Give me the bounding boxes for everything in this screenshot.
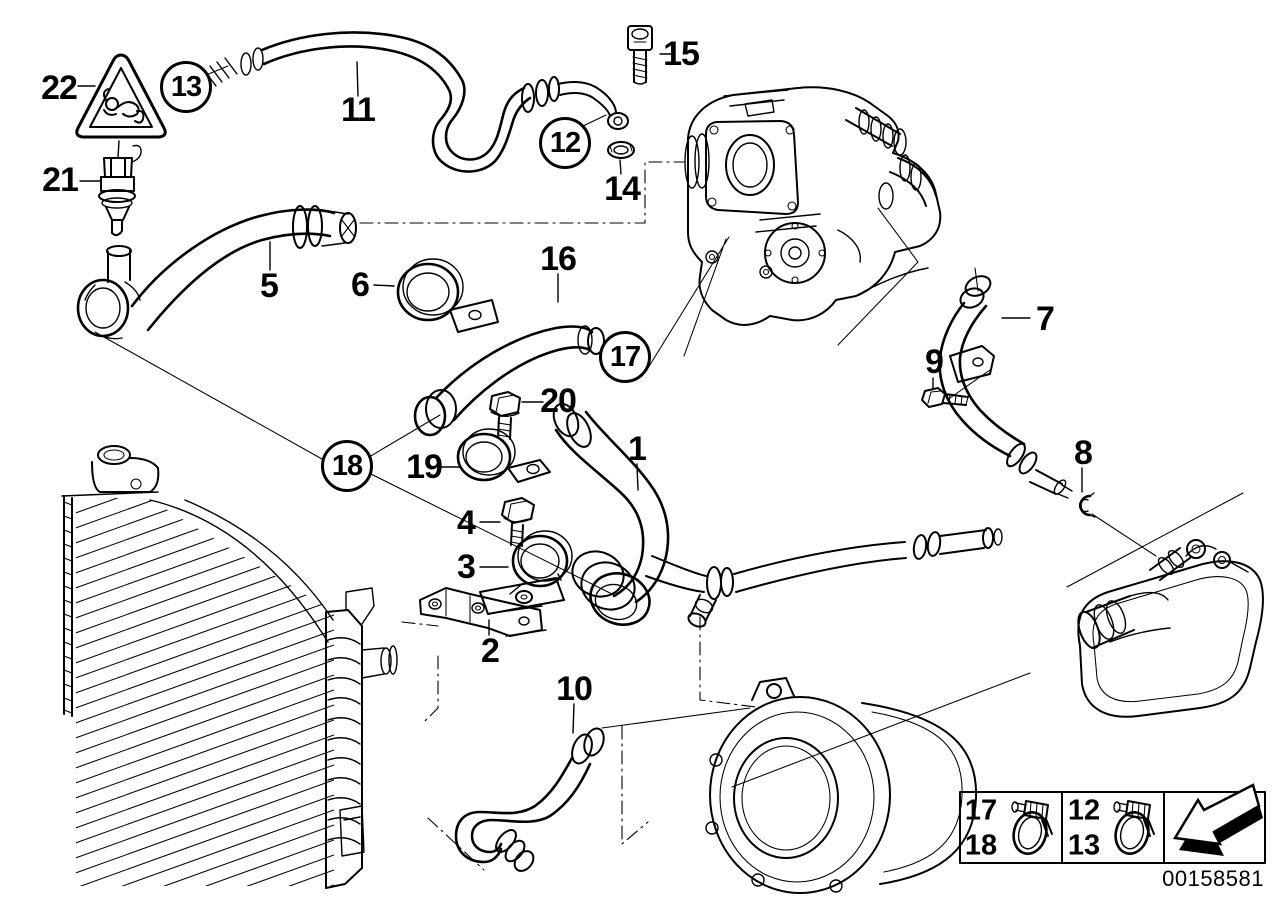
washer-14 (607, 141, 635, 159)
callout-14[interactable]: 14 (604, 170, 641, 208)
temperature-sensor-21 (98, 140, 142, 237)
clamp-19 (456, 428, 551, 483)
clamp-6 (396, 258, 499, 333)
bell-housing (705, 677, 978, 894)
bolt-15 (627, 25, 653, 85)
callout-5[interactable]: 5 (260, 267, 279, 305)
legend-table (959, 783, 1266, 864)
direction-arrow-icon (1172, 783, 1263, 856)
drawing-number: 00158581 (1162, 866, 1264, 891)
warning-triangle-icon (75, 53, 167, 139)
bolt-20 (489, 391, 521, 440)
hose-7 (938, 275, 1073, 499)
hose-10 (454, 727, 605, 872)
callout-12[interactable]: 12 (539, 117, 591, 169)
hose-1-main-water-hose (552, 402, 1003, 628)
hose-clamp-icon (1113, 800, 1155, 856)
legend-number-12: 12 (1067, 794, 1101, 827)
callout-9[interactable]: 9 (925, 343, 944, 381)
clamp-3 (479, 530, 573, 615)
callout-15[interactable]: 15 (663, 35, 700, 73)
radiator (61, 445, 398, 889)
callout-7[interactable]: 7 (1036, 300, 1055, 338)
oil-cooler (1077, 539, 1264, 718)
callout-17[interactable]: 17 (599, 331, 651, 383)
callout-10[interactable]: 10 (556, 670, 593, 708)
callout-3[interactable]: 3 (457, 548, 476, 586)
callout-20[interactable]: 20 (540, 382, 577, 420)
callout-22[interactable]: 22 (41, 69, 78, 107)
legend-number-13: 13 (1067, 829, 1101, 862)
legend-number-18: 18 (964, 829, 998, 862)
callout-11[interactable]: 11 (341, 91, 376, 129)
hose-clamp-icon (1011, 800, 1053, 856)
callout-4[interactable]: 4 (457, 504, 476, 542)
retaining-clip-8 (1078, 492, 1096, 518)
callout-6[interactable]: 6 (351, 266, 370, 304)
hose-5-upper-radiator-hose (76, 205, 357, 340)
callout-19[interactable]: 19 (406, 448, 443, 486)
leader-lines (77, 53, 1244, 871)
hose-16 (413, 325, 605, 437)
legend-number-17: 17 (964, 794, 998, 827)
callout-21[interactable]: 21 (42, 161, 79, 199)
callout-16[interactable]: 16 (540, 240, 577, 278)
callout-13[interactable]: 13 (160, 61, 212, 113)
bolt-9 (921, 387, 969, 408)
callout-2[interactable]: 2 (481, 632, 500, 670)
bracket-2 (419, 587, 547, 637)
engine-thermostat-water-pump (684, 86, 979, 346)
callout-1[interactable]: 1 (628, 430, 647, 468)
callout-8[interactable]: 8 (1074, 434, 1093, 472)
callout-18[interactable]: 18 (321, 440, 373, 492)
hose-11-vent-pipe (203, 31, 629, 173)
